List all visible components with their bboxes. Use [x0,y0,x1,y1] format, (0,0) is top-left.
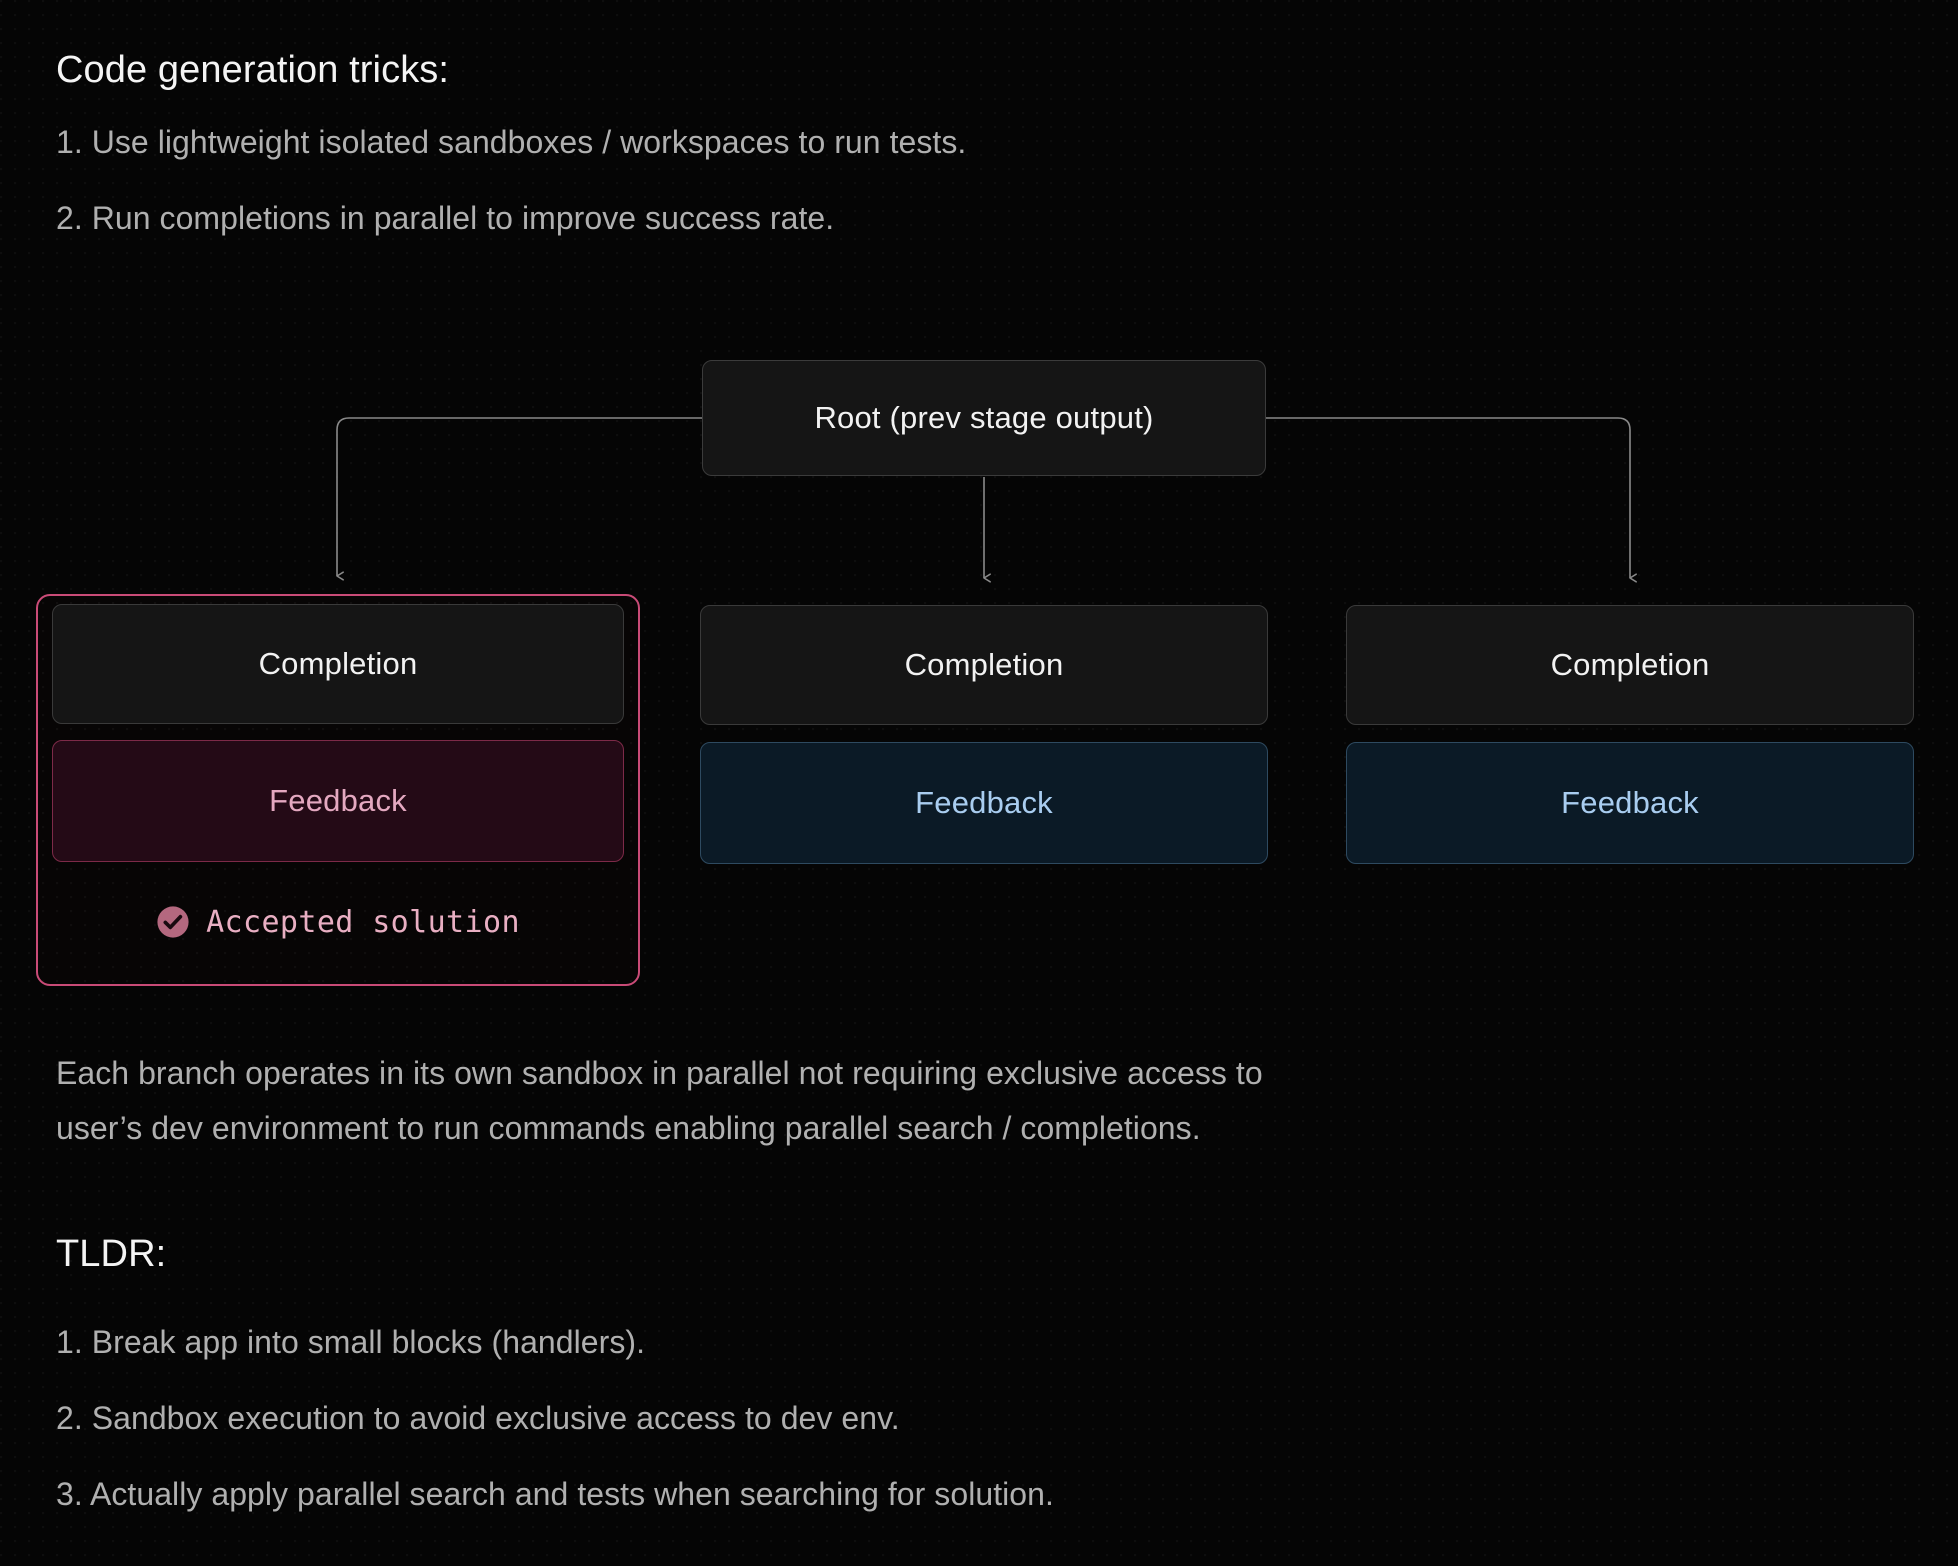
caption-line-1: Each branch operates in its own sandbox … [56,1055,1263,1091]
list-item: 1. Use lightweight isolated sandboxes / … [56,124,967,160]
node-feedback-3[interactable]: Feedback [1346,742,1914,864]
node-root[interactable]: Root (prev stage output) [702,360,1266,476]
connector-root-to-branch-3 [1266,417,1637,583]
node-feedback-2[interactable]: Feedback [700,742,1268,864]
node-completion-1[interactable]: Completion [52,604,624,724]
list-item: 2. Sandbox execution to avoid exclusive … [56,1400,900,1436]
node-completion-3[interactable]: Completion [1346,605,1914,725]
connector-root-to-branch-1 [336,417,702,581]
node-feedback-3-label: Feedback [1561,785,1699,820]
check-circle-icon [157,906,189,938]
node-completion-3-label: Completion [1550,647,1710,682]
section-title-tldr: TLDR: [56,1233,167,1275]
node-feedback-1-label: Feedback [269,783,407,818]
branching-flow-diagram: Root (prev stage output) Completion Feed… [36,360,1914,986]
list-item: 1. Break app into small blocks (handlers… [56,1324,646,1360]
node-root-label: Root (prev stage output) [814,400,1154,435]
list-item: 2. Run completions in parallel to improv… [56,200,835,236]
accepted-solution-status: Accepted solution [52,898,624,946]
node-completion-1-label: Completion [258,646,418,681]
accepted-branch-highlight[interactable] [36,594,640,986]
node-feedback-1[interactable]: Feedback [52,740,624,862]
list-item: 3. Actually apply parallel search and te… [56,1476,1054,1512]
page-title-code-generation-tricks: Code generation tricks: [56,49,450,91]
accepted-solution-label: Accepted solution [206,904,520,940]
node-completion-2[interactable]: Completion [700,605,1268,725]
node-completion-2-label: Completion [904,647,1064,682]
caption-line-2: user’s dev environment to run commands e… [56,1110,1201,1146]
node-feedback-2-label: Feedback [915,785,1053,820]
